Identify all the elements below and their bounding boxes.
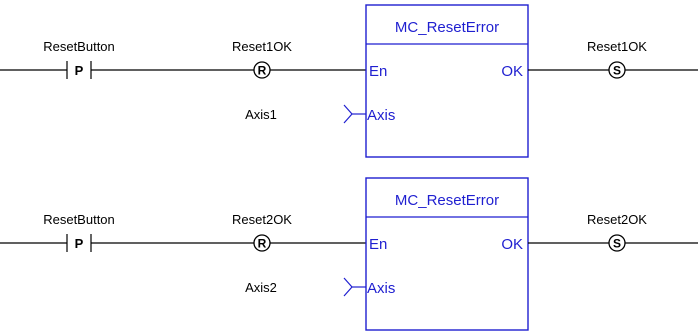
rung-1-contact-variable: ResetButton — [43, 39, 115, 54]
contact-type-letter: P — [75, 63, 84, 78]
axis-pin-label: Axis — [367, 280, 395, 297]
rung-2-reset-coil[interactable]: R — [253, 234, 271, 252]
ok-pin-label: OK — [501, 63, 523, 80]
axis-pin-label: Axis — [367, 107, 395, 124]
contact-type-letter: P — [75, 236, 84, 251]
rung-2-function-block[interactable]: MC_ResetError En Axis OK — [365, 177, 529, 331]
rung-2-axis-input-variable: Axis2 — [245, 280, 277, 295]
rung-2-set-coil-variable: Reset2OK — [587, 212, 647, 227]
rung-2-axis-input-arrow-icon — [343, 277, 353, 297]
en-pin-label: En — [369, 236, 387, 253]
rung-2-contact-variable: ResetButton — [43, 212, 115, 227]
coil-type-letter: R — [258, 64, 267, 78]
coil-type-letter: R — [258, 237, 267, 251]
function-block-name: MC_ResetError — [395, 19, 499, 36]
rung-1: P ResetButton R Reset1OK MC_ResetError E… — [0, 4, 698, 158]
rung-2-reset-coil-variable: Reset2OK — [232, 212, 292, 227]
function-block-frame — [365, 177, 529, 331]
rung-1-reset-coil[interactable]: R — [253, 61, 271, 79]
rung-2-set-coil[interactable]: S — [608, 234, 626, 252]
rung-1-axis-input-arrow-icon — [343, 104, 353, 124]
rung-1-contact[interactable]: P — [66, 61, 92, 79]
en-pin-label: En — [369, 63, 387, 80]
coil-type-letter: S — [613, 237, 621, 251]
rung-1-function-block[interactable]: MC_ResetError En Axis OK — [365, 4, 529, 158]
ok-pin-label: OK — [501, 236, 523, 253]
rung-1-axis-input-variable: Axis1 — [245, 107, 277, 122]
coil-type-letter: S — [613, 64, 621, 78]
rung-2: P ResetButton R Reset2OK MC_ResetError E… — [0, 177, 698, 331]
rung-1-reset-coil-variable: Reset1OK — [232, 39, 292, 54]
function-block-frame — [365, 4, 529, 158]
rung-2-contact[interactable]: P — [66, 234, 92, 252]
rung-1-set-coil-variable: Reset1OK — [587, 39, 647, 54]
rung-1-set-coil[interactable]: S — [608, 61, 626, 79]
function-block-name: MC_ResetError — [395, 192, 499, 209]
